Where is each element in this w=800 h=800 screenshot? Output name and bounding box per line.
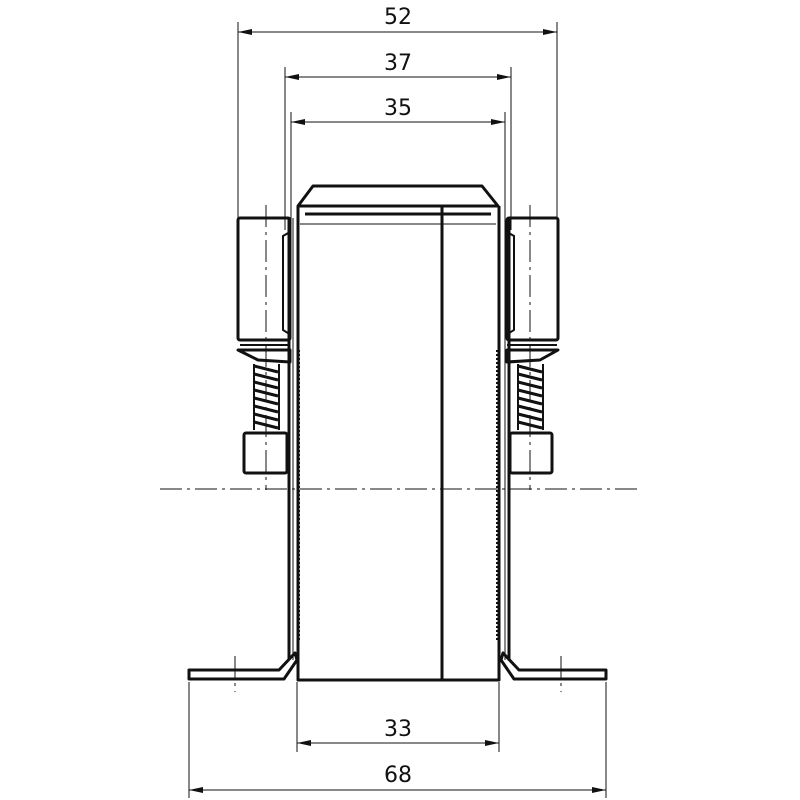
left-screw-head — [242, 431, 289, 475]
dimension-label-52: 52 — [384, 5, 412, 30]
right-spring — [517, 364, 544, 430]
dimension-label-35: 35 — [384, 96, 412, 121]
left-foot — [187, 651, 299, 681]
dimension-label-37: 37 — [384, 51, 412, 76]
right-screw-head — [508, 431, 554, 475]
top-cap — [296, 184, 500, 208]
dimension-33: 33 — [296, 682, 500, 752]
dimension-label-33: 33 — [384, 717, 412, 742]
dimension-label-68: 68 — [384, 763, 412, 788]
dimension-68: 68 — [188, 682, 607, 798]
left-spring — [253, 364, 280, 430]
transformer-body — [287, 184, 511, 682]
dimension-52: 52 — [237, 5, 558, 222]
right-clamp — [505, 216, 560, 475]
right-foot — [499, 651, 608, 681]
dimension-35: 35 — [290, 96, 506, 220]
dimension-37: 37 — [284, 51, 512, 230]
left-clamp — [236, 216, 292, 475]
